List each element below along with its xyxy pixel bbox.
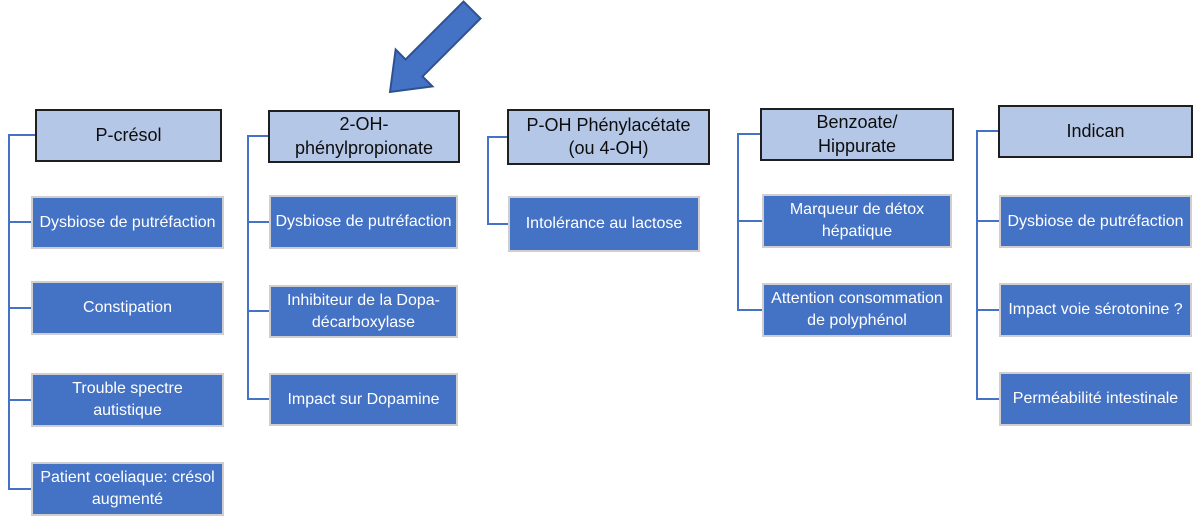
node-trouble-spectre-autistique: Trouble spectre autistique [31, 373, 224, 427]
connector-col-3 [487, 136, 508, 225]
node-patient-coeliaque: Patient coeliaque: crésol augmenté [31, 462, 224, 516]
node-impact-dopamine: Impact sur Dopamine [269, 373, 458, 426]
node-inhibiteur-dopa-decarboxylase: Inhibiteur de la Dopa- décarboxylase [269, 285, 458, 338]
header-p-oh-phenylacetate: P-OH Phénylacétate (ou 4-OH) [507, 109, 710, 165]
node-intolerance-lactose: Intolérance au lactose [508, 196, 700, 252]
node-dysbiose-putrefaction-1: Dysbiose de putréfaction [31, 196, 224, 249]
header-benzoate-hippurate: Benzoate/ Hippurate [760, 108, 954, 161]
header-2-oh-phenylpropionate: 2-OH- phénylpropionate [268, 110, 460, 163]
node-impact-voie-serotonine: Impact voie sérotonine ? [999, 283, 1192, 337]
connector-col-4 [737, 133, 762, 311]
header-p-cresol: P-crésol [35, 109, 222, 162]
header-indican: Indican [998, 105, 1193, 158]
connector-lines [8, 130, 999, 490]
connector-col-5 [976, 130, 999, 400]
node-permeabilite-intestinale: Perméabilité intestinale [999, 372, 1192, 426]
node-constipation: Constipation [31, 281, 224, 335]
connector-col-2 [247, 135, 269, 400]
node-marqueur-detox-hepatique: Marqueur de détox hépatique [762, 194, 952, 248]
connector-col-1 [8, 134, 35, 490]
down-left-arrow-icon [388, 0, 482, 94]
node-dysbiose-putrefaction-3: Dysbiose de putréfaction [999, 195, 1192, 248]
node-dysbiose-putrefaction-2: Dysbiose de putréfaction [269, 195, 458, 249]
node-attention-polyphenol: Attention consommation de polyphénol [762, 283, 952, 337]
